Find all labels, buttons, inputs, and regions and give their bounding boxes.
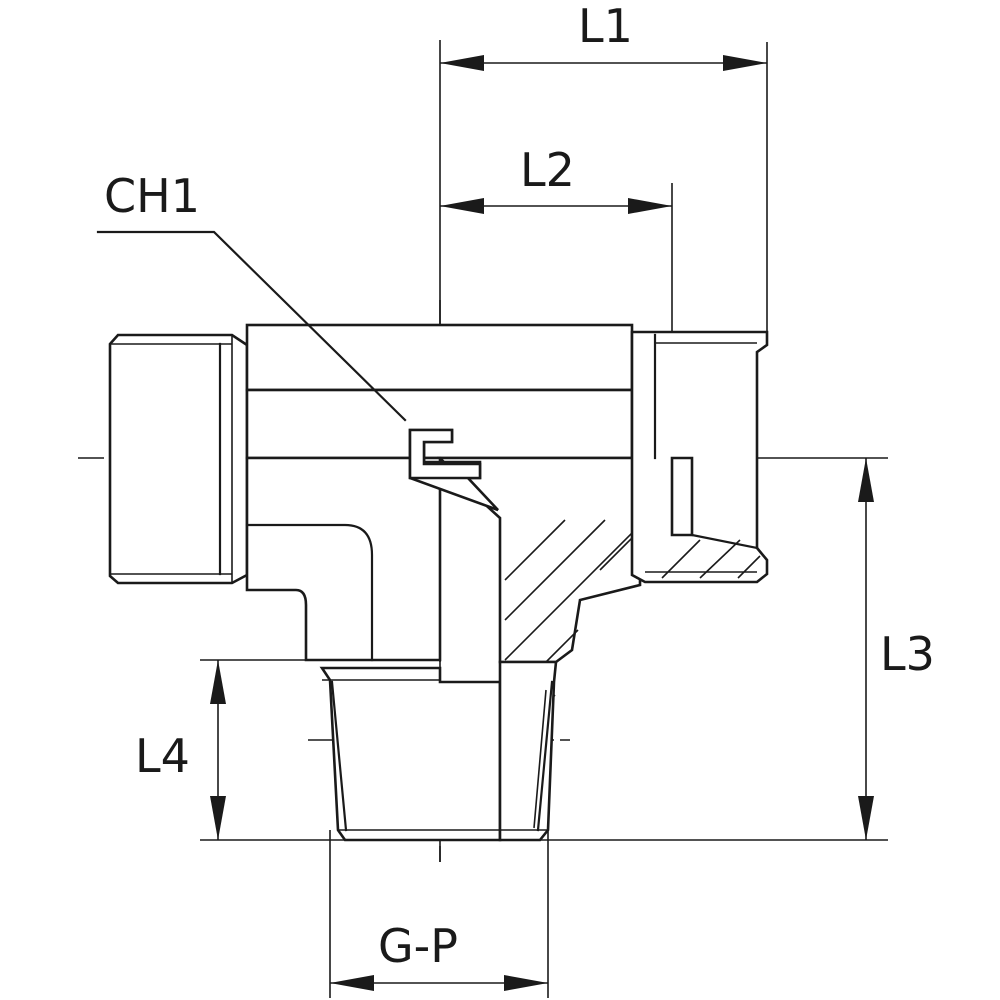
arrow-icon: [858, 458, 874, 502]
arrow-icon: [858, 796, 874, 840]
label-l3: L3: [880, 627, 935, 681]
left-thread-stub: [108, 333, 249, 585]
right-thread-stub: [630, 330, 769, 584]
dimension-l4: [210, 660, 226, 840]
arrow-icon: [628, 198, 672, 214]
dimension-gp: [330, 975, 548, 991]
arrow-icon: [330, 975, 374, 991]
arrow-icon: [210, 660, 226, 704]
arrow-icon: [210, 796, 226, 840]
dimension-l2: [440, 198, 672, 214]
dimension-l3: [858, 458, 874, 840]
bottom-thread: [319, 660, 558, 842]
arrow-icon: [723, 55, 767, 71]
dimension-l1: [440, 55, 767, 71]
arrow-icon: [440, 55, 484, 71]
label-l1: L1: [578, 0, 633, 53]
arrow-icon: [504, 975, 548, 991]
label-gp: G-P: [378, 919, 458, 973]
arrow-icon: [440, 198, 484, 214]
label-ch1: CH1: [104, 169, 200, 223]
ch1-marker: [96, 230, 499, 512]
label-l4: L4: [135, 729, 190, 783]
label-l2: L2: [520, 143, 575, 197]
